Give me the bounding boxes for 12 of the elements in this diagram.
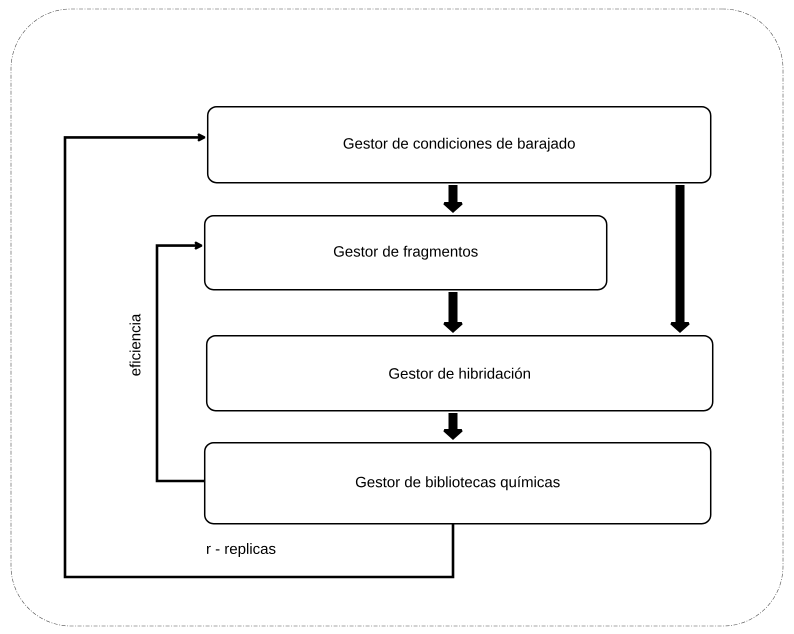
arrow	[670, 185, 690, 333]
arrow	[64, 133, 454, 578]
frame-box	[10, 8, 784, 626]
edge-label: r - replicas	[206, 543, 276, 557]
arrow	[442, 413, 464, 440]
process-box: Gestor de condiciones de barajado	[206, 106, 712, 184]
edge-label: eficiencia	[130, 314, 140, 376]
arrow	[156, 241, 205, 482]
process-box: Gestor de hibridación	[206, 334, 714, 412]
process-box: Gestor de fragmentos	[204, 214, 608, 290]
arrow	[442, 292, 464, 333]
process-box: Gestor de bibliotecas químicas	[204, 442, 712, 524]
